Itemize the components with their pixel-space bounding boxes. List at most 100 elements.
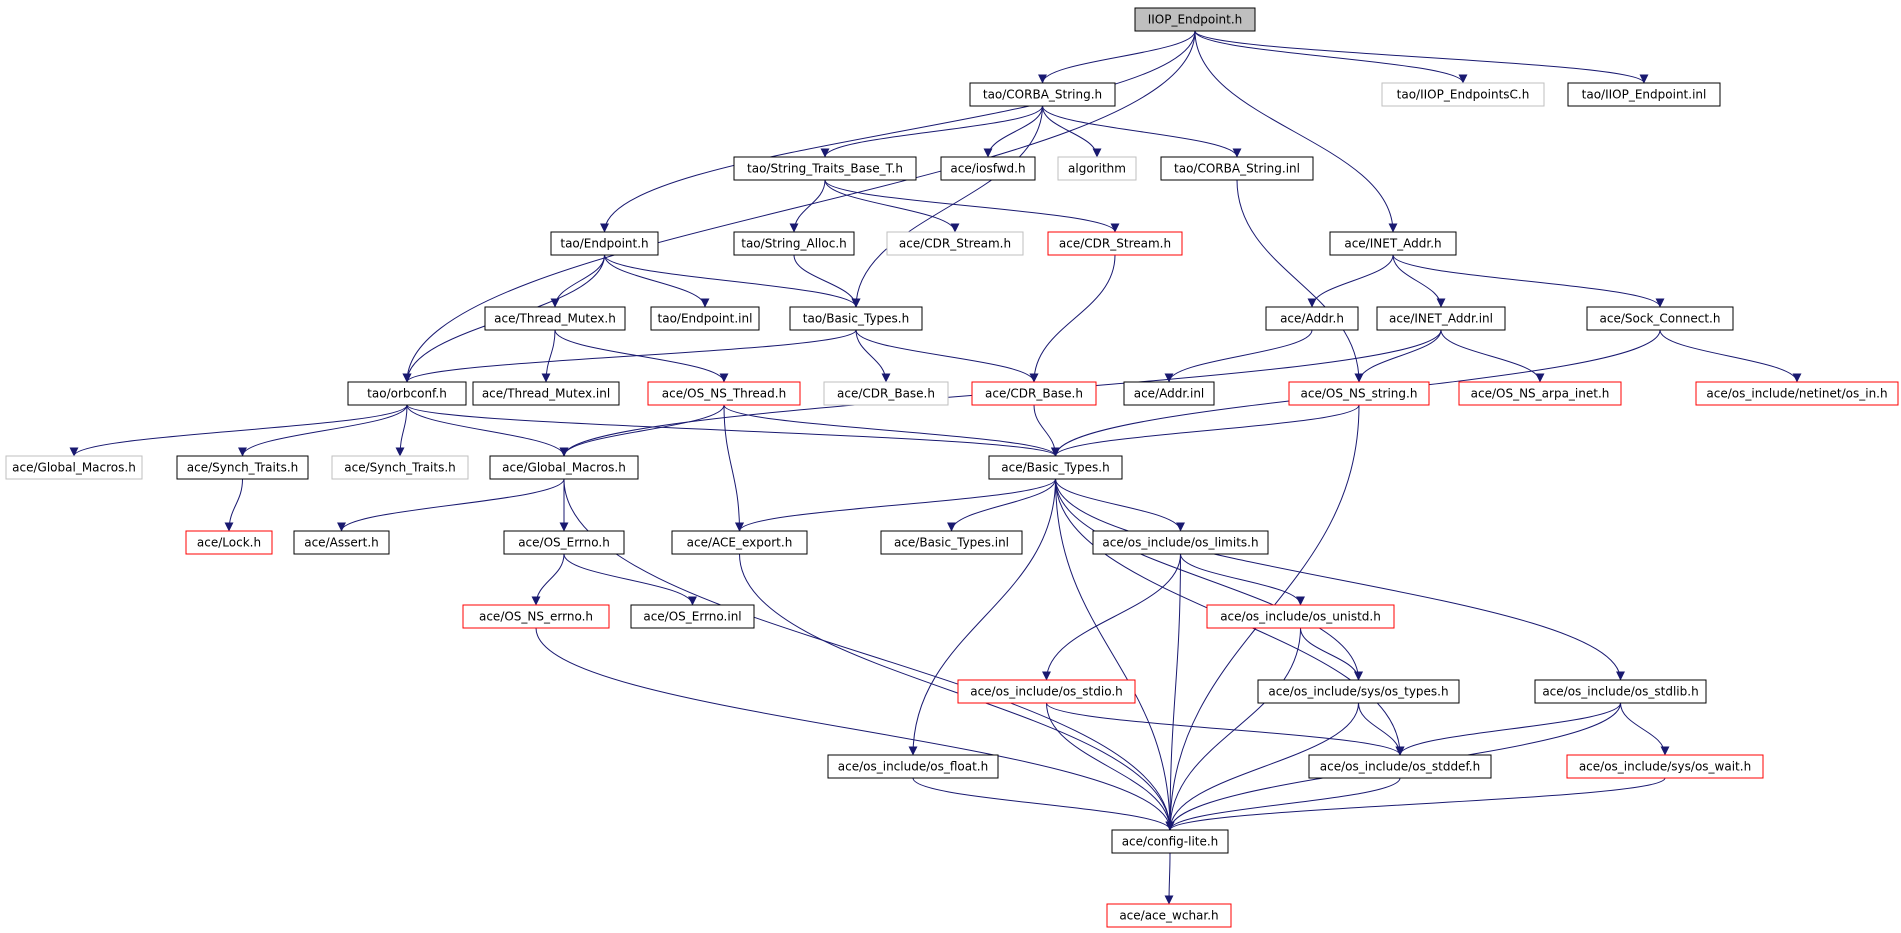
node-label: ace/Thread_Mutex.inl [482,387,610,401]
node-label: ace/config-lite.h [1122,835,1219,849]
edge-os_stdlib-to-os_wait [1620,702,1670,756]
node-corba-string-inl[interactable]: tao/CORBA_String.inl [1160,156,1314,181]
edge-os_stdio-to-config_lite [1046,702,1175,831]
node-label: ace/Assert.h [304,536,379,550]
node-tao-basic-types[interactable]: tao/Basic_Types.h [789,306,923,331]
node-os-ns-arpa[interactable]: ace/OS_NS_arpa_inet.h [1458,381,1622,406]
node-thread-mutex-inl[interactable]: ace/Thread_Mutex.inl [472,381,620,406]
node-inet-addr-h[interactable]: ace/INET_Addr.h [1329,231,1457,256]
node-synch-traits-h[interactable]: ace/Synch_Traits.h [176,455,309,480]
edge-os_unistd-to-os_types [1300,627,1363,681]
node-string-traits[interactable]: tao/String_Traits_Base_T.h [733,156,917,181]
node-os-errno-inl[interactable]: ace/OS_Errno.inl [630,604,755,629]
node-tao-endpoint-inl[interactable]: tao/Endpoint.inl [650,306,760,331]
node-box [789,306,923,331]
node-box [1160,156,1314,181]
node-tao-endpoint-h[interactable]: tao/Endpoint.h [550,231,659,256]
node-os-ns-thread[interactable]: ace/OS_NS_Thread.h [647,381,801,406]
edge-ace_basic_types-to-ace_export [735,478,1056,532]
node-label: IIOP_Endpoint.h [1148,13,1243,27]
node-os-wait[interactable]: ace/os_include/sys/os_wait.h [1566,754,1764,779]
node-ace-basic-types[interactable]: ace/Basic_Types.h [988,455,1123,480]
node-box [650,306,760,331]
node-box [1057,156,1137,181]
node-label: tao/String_Alloc.h [741,237,847,251]
node-ace-export[interactable]: ace/ACE_export.h [671,530,808,555]
edge-os_limits-to-os_stdio [1042,553,1181,681]
node-os-float[interactable]: ace/os_include/os_float.h [827,754,999,779]
node-os-stdio[interactable]: ace/os_include/os_stdio.h [957,679,1136,704]
node-thread-mutex-h[interactable]: ace/Thread_Mutex.h [484,306,626,331]
node-label: ace/ACE_export.h [687,536,793,550]
node-label: ace/Global_Macros.h [502,461,626,475]
node-corba-string-h[interactable]: tao/CORBA_String.h [969,82,1116,107]
node-config-lite[interactable]: ace/config-lite.h [1111,829,1229,854]
node-label: ace/os_include/os_float.h [838,760,988,774]
edge-root-to-tao_endpoint_h [600,30,1196,233]
node-sock-connect[interactable]: ace/Sock_Connect.h [1586,306,1734,331]
node-box [1308,754,1492,779]
node-os-ns-errno[interactable]: ace/OS_NS_errno.h [462,604,610,629]
node-basic-types-inl[interactable]: ace/Basic_Types.inl [880,530,1023,555]
node-box [940,156,1036,181]
node-box [1695,381,1899,406]
node-lock-h[interactable]: ace/Lock.h [185,530,273,555]
node-os-stddef[interactable]: ace/os_include/os_stddef.h [1308,754,1492,779]
node-label: ace/OS_NS_string.h [1301,387,1418,401]
node-ace-wchar[interactable]: ace/ace_wchar.h [1106,903,1232,928]
node-label: ace/OS_Errno.h [518,536,610,550]
node-inet-addr-inl[interactable]: ace/INET_Addr.inl [1376,306,1506,331]
edge-root-to-inet_addr_h [1194,30,1398,233]
node-addr-inl[interactable]: ace/Addr.inl [1123,381,1215,406]
edge-config_lite-to-ace_wchar [1164,852,1174,905]
node-netinet[interactable]: ace/os_include/netinet/os_in.h [1695,381,1899,406]
nodes-layer: IIOP_Endpoint.h tao/CORBA_String.h tao/IIO… [5,7,1899,928]
node-synch-traits-ext: ace/Synch_Traits.h [331,455,469,480]
node-os-stdlib[interactable]: ace/os_include/os_stdlib.h [1534,679,1707,704]
node-box [347,381,467,406]
node-iosfwd[interactable]: ace/iosfwd.h [940,156,1036,181]
edge-thread_mutex_h-to-os_ns_thread [554,329,729,383]
node-box [1134,7,1256,32]
node-global-macros-h[interactable]: ace/Global_Macros.h [489,455,639,480]
node-os-errno-h[interactable]: ace/OS_Errno.h [503,530,625,555]
edge-inet_addr_h-to-sock_connect [1392,254,1665,308]
node-label: ace/os_include/os_limits.h [1102,536,1258,550]
node-box [1567,82,1721,107]
node-os-unistd[interactable]: ace/os_include/os_unistd.h [1206,604,1395,629]
node-box [293,530,390,555]
edge-tao_basic_types-to-cdr_base_ext [855,329,891,383]
edge-os_ns_string-to-ace_basic_types [1051,404,1360,457]
node-box [886,231,1024,256]
node-box [1106,903,1232,928]
edge-addr_h-to-addr_inl [1164,329,1313,383]
node-assert-h[interactable]: ace/Assert.h [293,530,390,555]
edge-ace_basic_types-to-basic_types_inl [947,478,1056,532]
node-cdr-stream-red[interactable]: ace/CDR_Stream.h [1047,231,1183,256]
node-os-ns-string[interactable]: ace/OS_NS_string.h [1288,381,1430,406]
node-addr-h[interactable]: ace/Addr.h [1265,306,1359,331]
edge-string_traits-to-string_alloc [789,179,826,233]
node-iiop-endpoint-inl[interactable]: tao/IIOP_Endpoint.inl [1567,82,1721,107]
edge-corba_string_h-to-string_traits [820,105,1043,158]
node-orbconf[interactable]: tao/orbconf.h [347,381,467,406]
node-label: tao/orbconf.h [367,387,447,401]
node-cdr-base-red[interactable]: ace/CDR_Base.h [971,381,1097,406]
edge-os_ns_thread-to-global_macros_h [559,404,725,457]
node-os-limits[interactable]: ace/os_include/os_limits.h [1092,530,1269,555]
edge-cdr_stream_red-to-cdr_base_red [1029,254,1116,383]
node-label: tao/IIOP_EndpointsC.h [1397,88,1530,102]
node-label: ace/os_include/sys/os_wait.h [1579,760,1751,774]
node-box [472,381,620,406]
node-os-types[interactable]: ace/os_include/sys/os_types.h [1257,679,1460,704]
edge-orbconf-to-global_macros_ext [69,404,408,457]
node-box [5,455,143,480]
edge-corba_string_inl-to-os_ns_string [1236,179,1364,383]
node-label: ace/Addr.h [1280,312,1344,326]
node-label: ace/Lock.h [197,536,261,550]
node-string-alloc[interactable]: tao/String_Alloc.h [733,231,855,256]
edge-inet_addr_inl-to-os_ns_string [1354,329,1442,383]
edge-tao_basic_types-to-orbconf [402,329,857,383]
node-root[interactable]: IIOP_Endpoint.h [1134,7,1256,32]
